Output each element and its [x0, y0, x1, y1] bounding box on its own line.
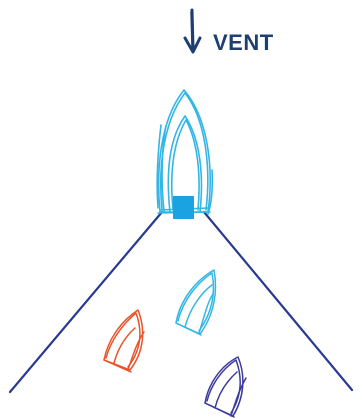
- cyan-boat: [176, 270, 215, 335]
- red-boat: [104, 310, 144, 372]
- laylines: [10, 212, 352, 392]
- left-layline: [10, 212, 162, 392]
- committee-mark: [173, 196, 194, 219]
- right-layline: [204, 212, 352, 390]
- lead-boat: [157, 90, 212, 214]
- arrow-down-icon: [185, 10, 200, 52]
- wind-label: VENT: [213, 30, 274, 56]
- navy-boat: [205, 357, 246, 417]
